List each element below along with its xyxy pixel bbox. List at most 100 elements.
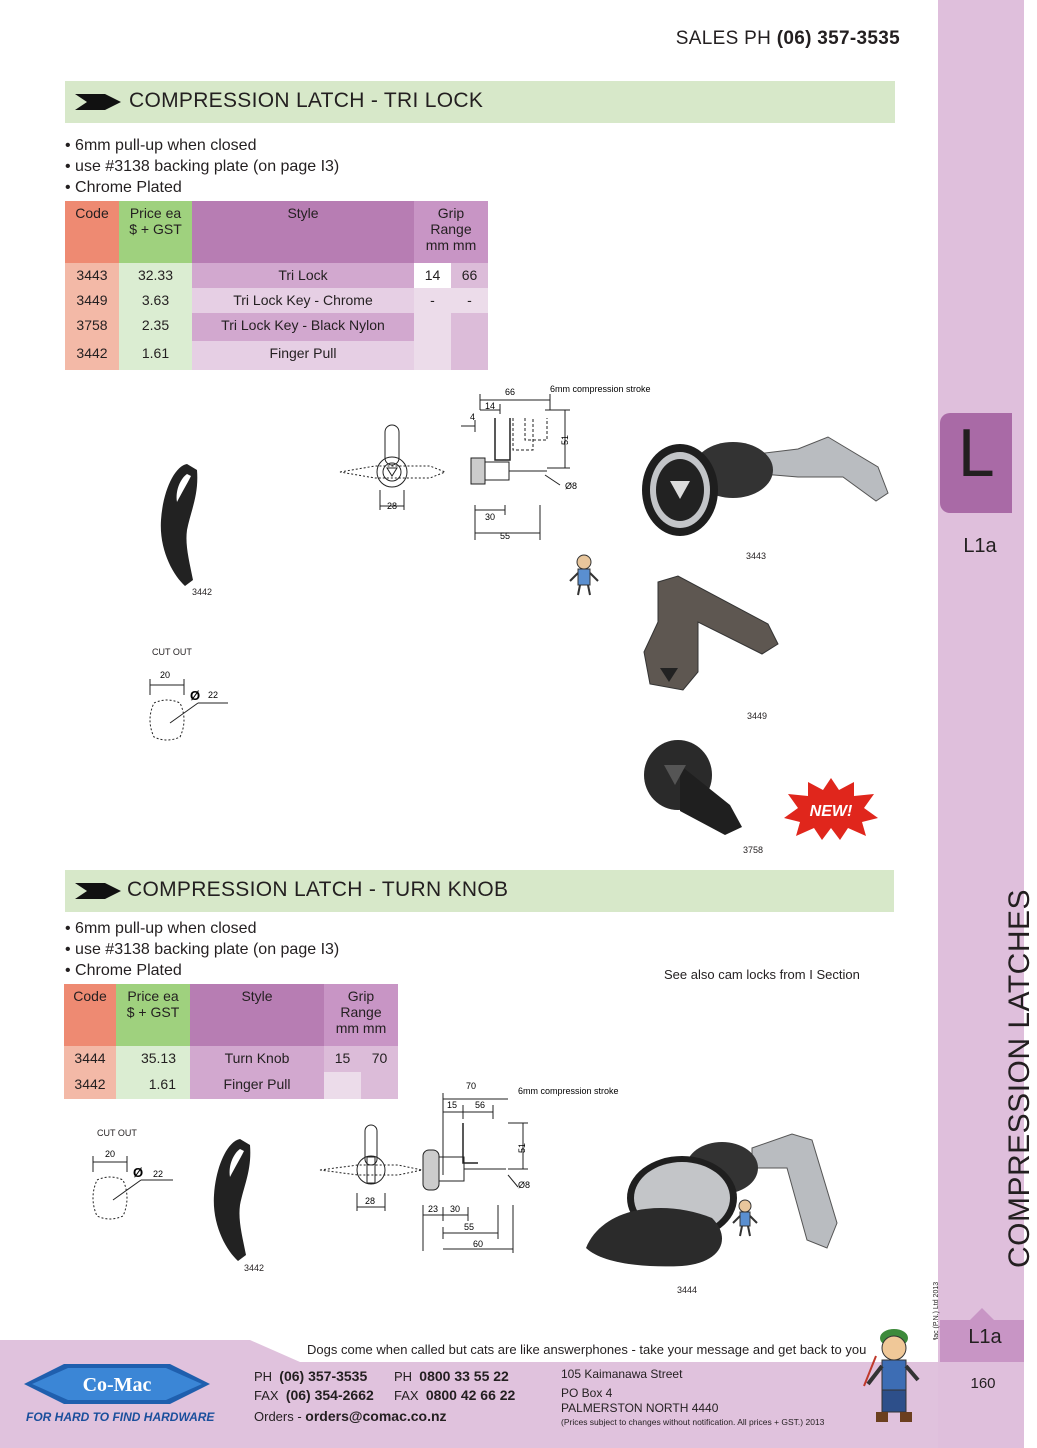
dim-60: 60 [473, 1239, 483, 1249]
cell-grip-max [451, 341, 488, 370]
cell-price: 3.63 [119, 288, 192, 313]
mascot-icon [863, 1329, 920, 1422]
price-disclaimer: (Prices subject to changes without notif… [561, 1417, 825, 1427]
cutout-dim-22: 22 [208, 690, 218, 700]
cell-grip-min [414, 313, 451, 341]
ph-number[interactable]: (06) 357-3535 [279, 1368, 368, 1384]
cell-grip-max [451, 313, 488, 341]
col-grip-line2: Range [430, 221, 472, 237]
bottom-section-code: L1a [968, 1326, 1002, 1348]
address-line2: PO Box 4 [561, 1386, 613, 1400]
section-header-turn-knob: COMPRESSION LATCH - TURN KNOB [65, 870, 894, 912]
stroke-note: 6mm compression stroke [550, 384, 651, 394]
col-grip-line3: mm mm [425, 237, 477, 253]
cell-price: 1.61 [119, 341, 192, 370]
feature-item: • Chrome Plated [65, 179, 182, 196]
ph2-label: PH [394, 1369, 413, 1384]
cutout-dia-symbol: Ø [133, 1165, 143, 1180]
cell-grip-max: - [451, 288, 488, 313]
cell-style: Finger Pull [190, 1072, 324, 1099]
dim-4: 4 [470, 412, 475, 422]
col-price: Price ea $ + GST [116, 984, 190, 1046]
cutout-dia-symbol: Ø [190, 688, 200, 703]
section-tab[interactable] [940, 413, 1012, 513]
col-grip-line1: Grip [437, 205, 465, 221]
cutout-dim-22: 22 [153, 1169, 163, 1179]
new-badge: NEW! [784, 778, 878, 840]
orders-email[interactable]: orders@comac.co.nz [305, 1408, 447, 1424]
col-code: Code [65, 201, 119, 263]
dim-55: 55 [464, 1222, 474, 1232]
dim-66: 66 [505, 387, 515, 397]
dim-28: 28 [365, 1196, 375, 1206]
cell-grip-max: 70 [361, 1046, 398, 1072]
sales-phone-header: SALES PH (06) 357-3535 [676, 28, 900, 50]
mascot-icon [569, 554, 599, 596]
cell-code: 3758 [65, 313, 119, 341]
bottom-tab [940, 1308, 1024, 1362]
tri-lock-key-image [643, 575, 779, 691]
cell-style: Turn Knob [190, 1046, 324, 1072]
cutout-drawing: 20 Ø 22 [92, 1149, 173, 1220]
footer-orders: Orders - orders@comac.co.nz [254, 1408, 447, 1424]
col-grip-line2: Range [340, 1004, 382, 1020]
fax2-number[interactable]: 0800 42 66 22 [425, 1387, 516, 1403]
col-style: Style [192, 201, 414, 263]
sales-label: SALES PH [675, 28, 772, 49]
logo-text: Co-Mac [83, 1374, 152, 1396]
dim-56: 56 [475, 1100, 485, 1110]
col-price-line2: $ + GST [126, 1004, 180, 1020]
cell-code: 3444 [64, 1046, 116, 1072]
table-row: 3758 2.35 Tri Lock Key - Black Nylon [65, 313, 488, 341]
vertical-section-title: COMPRESSION LATCHES [1003, 888, 1036, 1268]
cutout-label: CUT OUT [97, 1128, 137, 1138]
cell-code: 3443 [65, 263, 119, 288]
caption-3442: 3442 [192, 587, 213, 597]
col-grip: Grip Range mm mm [324, 984, 398, 1046]
col-price-line1: Price ea [127, 988, 179, 1004]
dim-23: 23 [428, 1204, 438, 1214]
dim-14: 14 [485, 401, 495, 411]
fax-number[interactable]: (06) 354-2662 [285, 1387, 374, 1403]
page-number: 160 [970, 1375, 996, 1392]
footer-phone: PH (06) 357-3535 [254, 1368, 367, 1384]
co-mac-logo[interactable]: Co-Mac [24, 1362, 210, 1406]
feature-item: • use #3138 backing plate (on page I3) [65, 158, 340, 175]
section-code: L1a [963, 535, 997, 557]
caption-3758: 3758 [743, 845, 764, 855]
col-grip-line1: Grip [347, 988, 375, 1004]
technical-drawing-tri-lock: 66 6mm compression stroke 14 4 51 28 30 … [339, 384, 651, 541]
technical-drawing-turn-knob: 70 6mm compression stroke 15 56 51 28 23… [319, 1081, 619, 1253]
footer-band [0, 1340, 938, 1448]
dim-51: 51 [517, 1143, 527, 1153]
caption-3449: 3449 [747, 711, 768, 721]
feature-item: • 6mm pull-up when closed [65, 920, 257, 937]
cutout-dim-20: 20 [105, 1149, 115, 1159]
cutout-dim-20: 20 [160, 670, 170, 680]
dim-dia8: Ø8 [565, 481, 577, 491]
mascot-icon [732, 1199, 758, 1237]
price-table-turn-knob: Code Price ea $ + GST Style Grip Range m… [64, 984, 398, 1099]
ph2-number[interactable]: 0800 33 55 22 [419, 1368, 509, 1384]
sales-phone[interactable]: (06) 357-3535 [776, 28, 900, 49]
cell-code: 3449 [65, 288, 119, 313]
ph-label: PH [254, 1369, 273, 1384]
col-price-line2: $ + GST [129, 221, 182, 237]
footer-fax-freephone: FAX 0800 42 66 22 [394, 1387, 515, 1403]
table-row: 3444 35.13 Turn Knob 15 70 [64, 1046, 398, 1072]
dim-30: 30 [485, 512, 495, 522]
feature-item: • 6mm pull-up when closed [65, 137, 257, 154]
table-row: 3449 3.63 Tri Lock Key - Chrome - - [65, 288, 488, 313]
cell-price: 32.33 [119, 263, 192, 288]
new-badge-text: NEW! [810, 803, 853, 820]
table-row: 3442 1.61 Finger Pull [65, 341, 488, 370]
cell-grip-min [324, 1072, 361, 1099]
feature-list: • 6mm pull-up when closed • use #3138 ba… [65, 918, 339, 981]
cell-price: 1.61 [116, 1072, 190, 1099]
table-row: 3443 32.33 Tri Lock 14 66 [65, 263, 488, 288]
fax-label: FAX [254, 1388, 279, 1403]
cutout-label: CUT OUT [152, 647, 192, 657]
dim-30: 30 [450, 1204, 460, 1214]
cell-style: Tri Lock Key - Black Nylon [192, 313, 414, 341]
feature-item: • Chrome Plated [65, 962, 182, 979]
